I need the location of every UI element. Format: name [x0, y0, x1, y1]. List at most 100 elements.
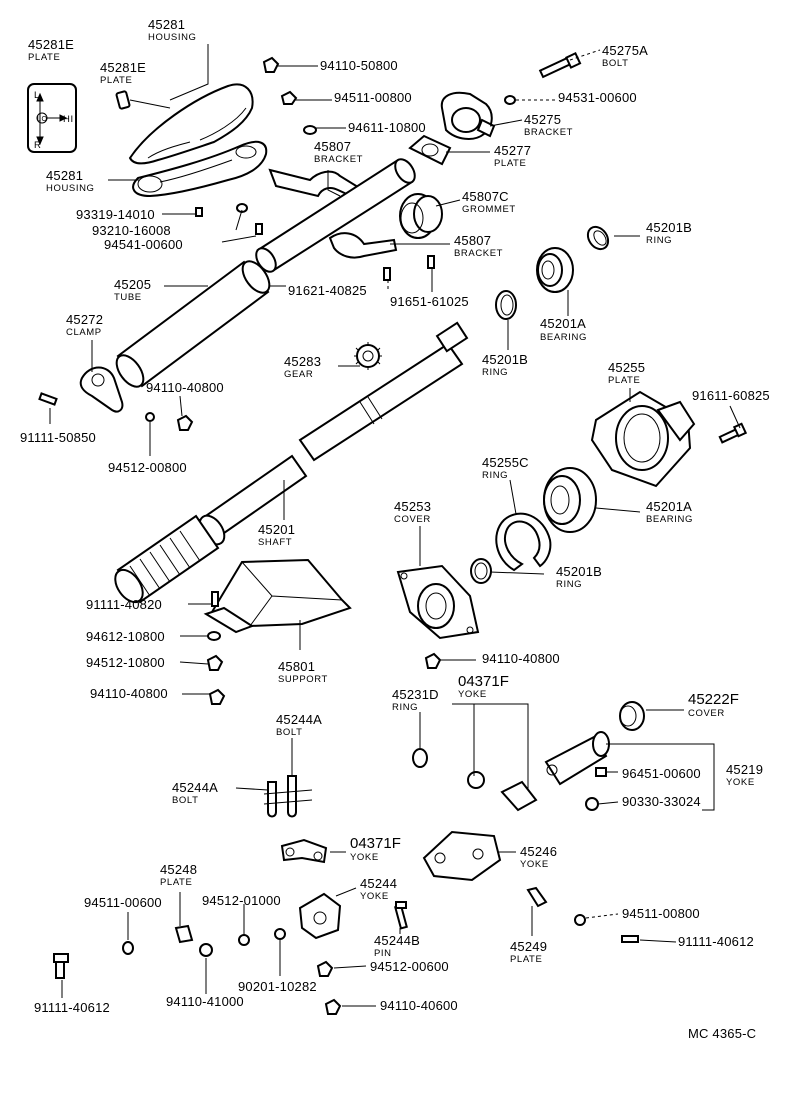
lever-pattern-inset: L R LO HI	[27, 83, 77, 153]
inset-down-label: R	[34, 140, 41, 151]
svg-text:CLAMP: CLAMP	[66, 327, 102, 338]
svg-text:94511-00800: 94511-00800	[622, 906, 700, 921]
label-94512-01000: 94512-01000	[202, 893, 281, 908]
svg-text:PLATE: PLATE	[510, 954, 542, 965]
svg-text:45255: 45255	[608, 360, 645, 375]
label-94541-00600: 94541-00600	[104, 237, 183, 252]
svg-text:PLATE: PLATE	[100, 75, 132, 86]
label-94512-00800: 94512-00800	[108, 460, 187, 475]
yoke-45219-drawing	[544, 731, 610, 786]
svg-text:SHAFT: SHAFT	[258, 537, 292, 548]
svg-text:45249: 45249	[510, 939, 547, 954]
svg-text:45283: 45283	[284, 354, 321, 369]
clamp-drawing	[79, 366, 124, 413]
svg-text:45201: 45201	[258, 522, 295, 537]
svg-text:45244: 45244	[360, 876, 397, 891]
svg-text:90201-10282: 90201-10282	[238, 979, 317, 994]
inset-up-label: L	[34, 90, 40, 101]
svg-text:RING: RING	[482, 470, 508, 481]
lower-tube-drawing	[115, 260, 271, 388]
label-94110-40800-c: 94110-40800	[90, 686, 168, 701]
svg-text:45281: 45281	[148, 17, 185, 32]
svg-text:45219: 45219	[726, 762, 763, 777]
svg-text:91111-40820: 91111-40820	[86, 597, 162, 612]
label-90201-10282: 90201-10282	[238, 979, 317, 994]
svg-text:94541-00600: 94541-00600	[104, 237, 183, 252]
cover-45253-drawing	[396, 564, 480, 640]
yoke-45246-drawing	[422, 830, 502, 882]
svg-text:BEARING: BEARING	[646, 514, 693, 525]
main-shaft-upper-drawing	[298, 321, 469, 462]
svg-text:94612-10800: 94612-10800	[86, 629, 165, 644]
svg-text:45205: 45205	[114, 277, 151, 292]
svg-text:BOLT: BOLT	[172, 795, 199, 806]
svg-text:GROMMET: GROMMET	[462, 204, 516, 215]
svg-text:45277: 45277	[494, 143, 531, 158]
label-94511-00800-bottom: 94511-00800	[622, 906, 700, 921]
column-bracket-lower-drawing	[328, 232, 398, 259]
svg-text:45272: 45272	[66, 312, 103, 327]
svg-text:45807C: 45807C	[462, 189, 509, 204]
svg-text:94512-01000: 94512-01000	[202, 893, 281, 908]
bearing-45201a-upper-drawing	[536, 247, 574, 293]
svg-text:94110-50800: 94110-50800	[320, 58, 398, 73]
label-94110-40600: 94110-40600	[380, 998, 458, 1013]
svg-text:45275A: 45275A	[602, 43, 648, 58]
svg-text:90330-33024: 90330-33024	[622, 794, 701, 809]
label-94110-40800-a: 94110-40800	[146, 380, 224, 395]
u-bolts-drawing	[263, 775, 313, 818]
svg-text:91111-40612: 91111-40612	[34, 1000, 110, 1015]
svg-text:RING: RING	[646, 235, 672, 246]
svg-text:45255C: 45255C	[482, 455, 529, 470]
svg-text:45201B: 45201B	[556, 564, 602, 579]
svg-text:RING: RING	[482, 367, 508, 378]
svg-text:45253: 45253	[394, 499, 431, 514]
lower-housing-drawing	[132, 140, 268, 198]
cover-45222f-drawing	[619, 701, 645, 731]
svg-text:91611-60825: 91611-60825	[692, 388, 770, 403]
label-94611-10800: 94611-10800	[348, 120, 426, 135]
svg-text:94511-00600: 94511-00600	[84, 895, 162, 910]
upper-housing-drawing	[128, 83, 254, 165]
grommet-drawing	[399, 193, 443, 239]
svg-text:PLATE: PLATE	[28, 52, 60, 63]
svg-text:91621-40825: 91621-40825	[288, 283, 367, 298]
svg-text:45281E: 45281E	[100, 60, 146, 75]
svg-text:45201A: 45201A	[646, 499, 692, 514]
svg-text:YOKE: YOKE	[458, 689, 487, 700]
svg-text:94511-00800: 94511-00800	[334, 90, 412, 105]
svg-text:96451-00600: 96451-00600	[622, 766, 701, 781]
svg-text:91111-40612: 91111-40612	[678, 934, 754, 949]
svg-text:45275: 45275	[524, 112, 561, 127]
label-91651-61025: 91651-61025	[390, 294, 469, 309]
ring-45201b-middle-drawing	[495, 290, 517, 320]
ring-45201b-lower-drawing	[470, 558, 492, 584]
svg-text:YOKE: YOKE	[350, 852, 379, 863]
svg-text:93210-16008: 93210-16008	[92, 223, 171, 238]
snap-ring-45255c-drawing	[495, 512, 552, 572]
small-plate-drawing	[115, 90, 131, 110]
svg-text:45248: 45248	[160, 862, 197, 877]
label-94511-00600: 94511-00600	[84, 895, 162, 910]
upper-tube-drawing	[255, 158, 416, 273]
svg-text:45244A: 45244A	[276, 712, 322, 727]
svg-text:45244A: 45244A	[172, 780, 218, 795]
